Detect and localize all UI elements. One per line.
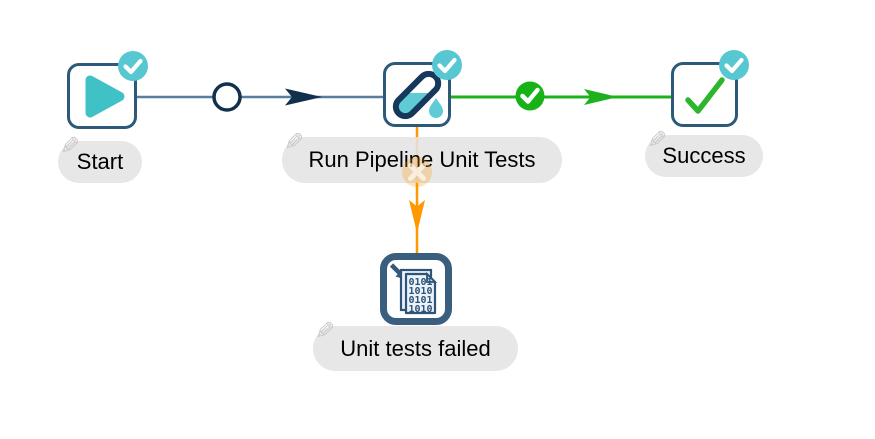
checked-badge <box>118 51 148 81</box>
node-label-unit-tests-failed[interactable]: ✎ Unit tests failed <box>313 317 518 371</box>
node-label-text: Start <box>76 149 124 174</box>
hop-unconditional-icon[interactable] <box>212 82 242 112</box>
node-label-text: Unit tests failed <box>340 335 491 361</box>
binary-row: 1010 <box>408 304 432 315</box>
hop-start-to-run-arrowhead <box>285 88 322 106</box>
checked-badge <box>432 50 462 80</box>
hop-success-check-icon[interactable] <box>515 81 545 111</box>
hop-run-to-failed-arrowhead <box>409 200 425 233</box>
node-unit-tests-failed[interactable]: 0101 1010 0101 1010 <box>380 253 452 325</box>
node-start[interactable] <box>67 51 148 129</box>
check-icon <box>685 77 725 114</box>
binary-row: 0101 <box>408 295 432 306</box>
node-run-pipeline-unit-tests[interactable] <box>383 50 462 127</box>
node-label-text: Success <box>662 143 746 168</box>
binary-file-icon: 0101 1010 0101 1010 <box>389 263 438 315</box>
checked-badge <box>719 50 749 80</box>
node-label-text: Run Pipeline Unit Tests <box>308 147 536 172</box>
node-label-start[interactable]: ✎ Start <box>58 132 142 183</box>
node-success[interactable] <box>671 50 749 127</box>
binary-row: 1010 <box>408 286 432 297</box>
test-tube-icon <box>391 70 443 121</box>
binary-row: 0101 <box>408 277 432 288</box>
node-label-run-pipeline-unit-tests[interactable]: ✎ Run Pipeline Unit Tests <box>282 128 562 183</box>
water-drop-icon <box>429 98 443 118</box>
node-label-success[interactable]: ✎ Success <box>645 126 763 177</box>
hop-run-to-success-arrowhead <box>584 89 618 105</box>
play-icon <box>85 75 125 118</box>
